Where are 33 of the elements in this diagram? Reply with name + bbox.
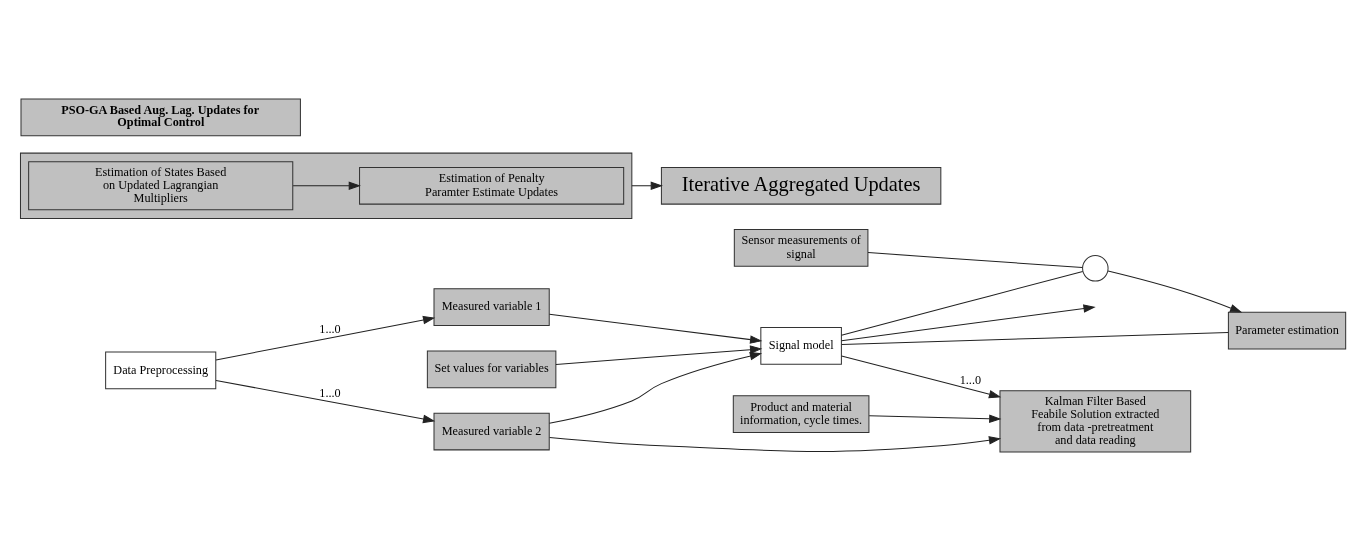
- arrow: [841, 303, 1096, 341]
- edge-label: 1...0: [959, 372, 982, 387]
- node-box: Measured variable 2: [433, 412, 550, 450]
- arrow: [549, 435, 1002, 452]
- node-box: Kalman Filter Based Feabile Solution extracted from data -pretreatment and data reading: [999, 389, 1192, 452]
- node-box: Estimation of States Based on Updated Lagrangian Multipliers: [28, 160, 294, 210]
- arrow: [868, 413, 1002, 423]
- node-box: Iterative Aggregated Updates: [660, 166, 942, 205]
- node-box: Data Preprocessing: [105, 350, 217, 389]
- node-circle: [1082, 254, 1109, 282]
- edge-label: 1...0: [319, 321, 341, 336]
- node-box: Estimation of Penalty Paramter Estimate Updates: [359, 166, 625, 205]
- connector: [867, 251, 1083, 268]
- arrow: [1107, 270, 1243, 313]
- edge-label: 1...0: [319, 385, 341, 400]
- connector: [841, 270, 1084, 336]
- node-box: Product and material information, cycle times.: [732, 394, 870, 433]
- node-box: Measured variable 1: [433, 287, 550, 326]
- arrow: [292, 180, 361, 190]
- connector: [841, 331, 1229, 345]
- node-box: Sensor measurements of signal: [733, 228, 869, 267]
- node-box: Set values for variables: [426, 349, 557, 388]
- arrow: [215, 315, 436, 360]
- node-box: Parameter estimation: [1227, 311, 1347, 349]
- arrow: [841, 355, 1002, 398]
- arrow: [548, 313, 763, 344]
- node-box: PSO-GA Based Aug. Lag. Updates for Optimal Control: [20, 98, 301, 136]
- arrow: [555, 344, 763, 365]
- arrow: [548, 351, 763, 424]
- arrow: [215, 379, 436, 423]
- arrow: [631, 180, 663, 190]
- cluster: [19, 152, 633, 219]
- node-box: Signal model: [760, 326, 842, 365]
